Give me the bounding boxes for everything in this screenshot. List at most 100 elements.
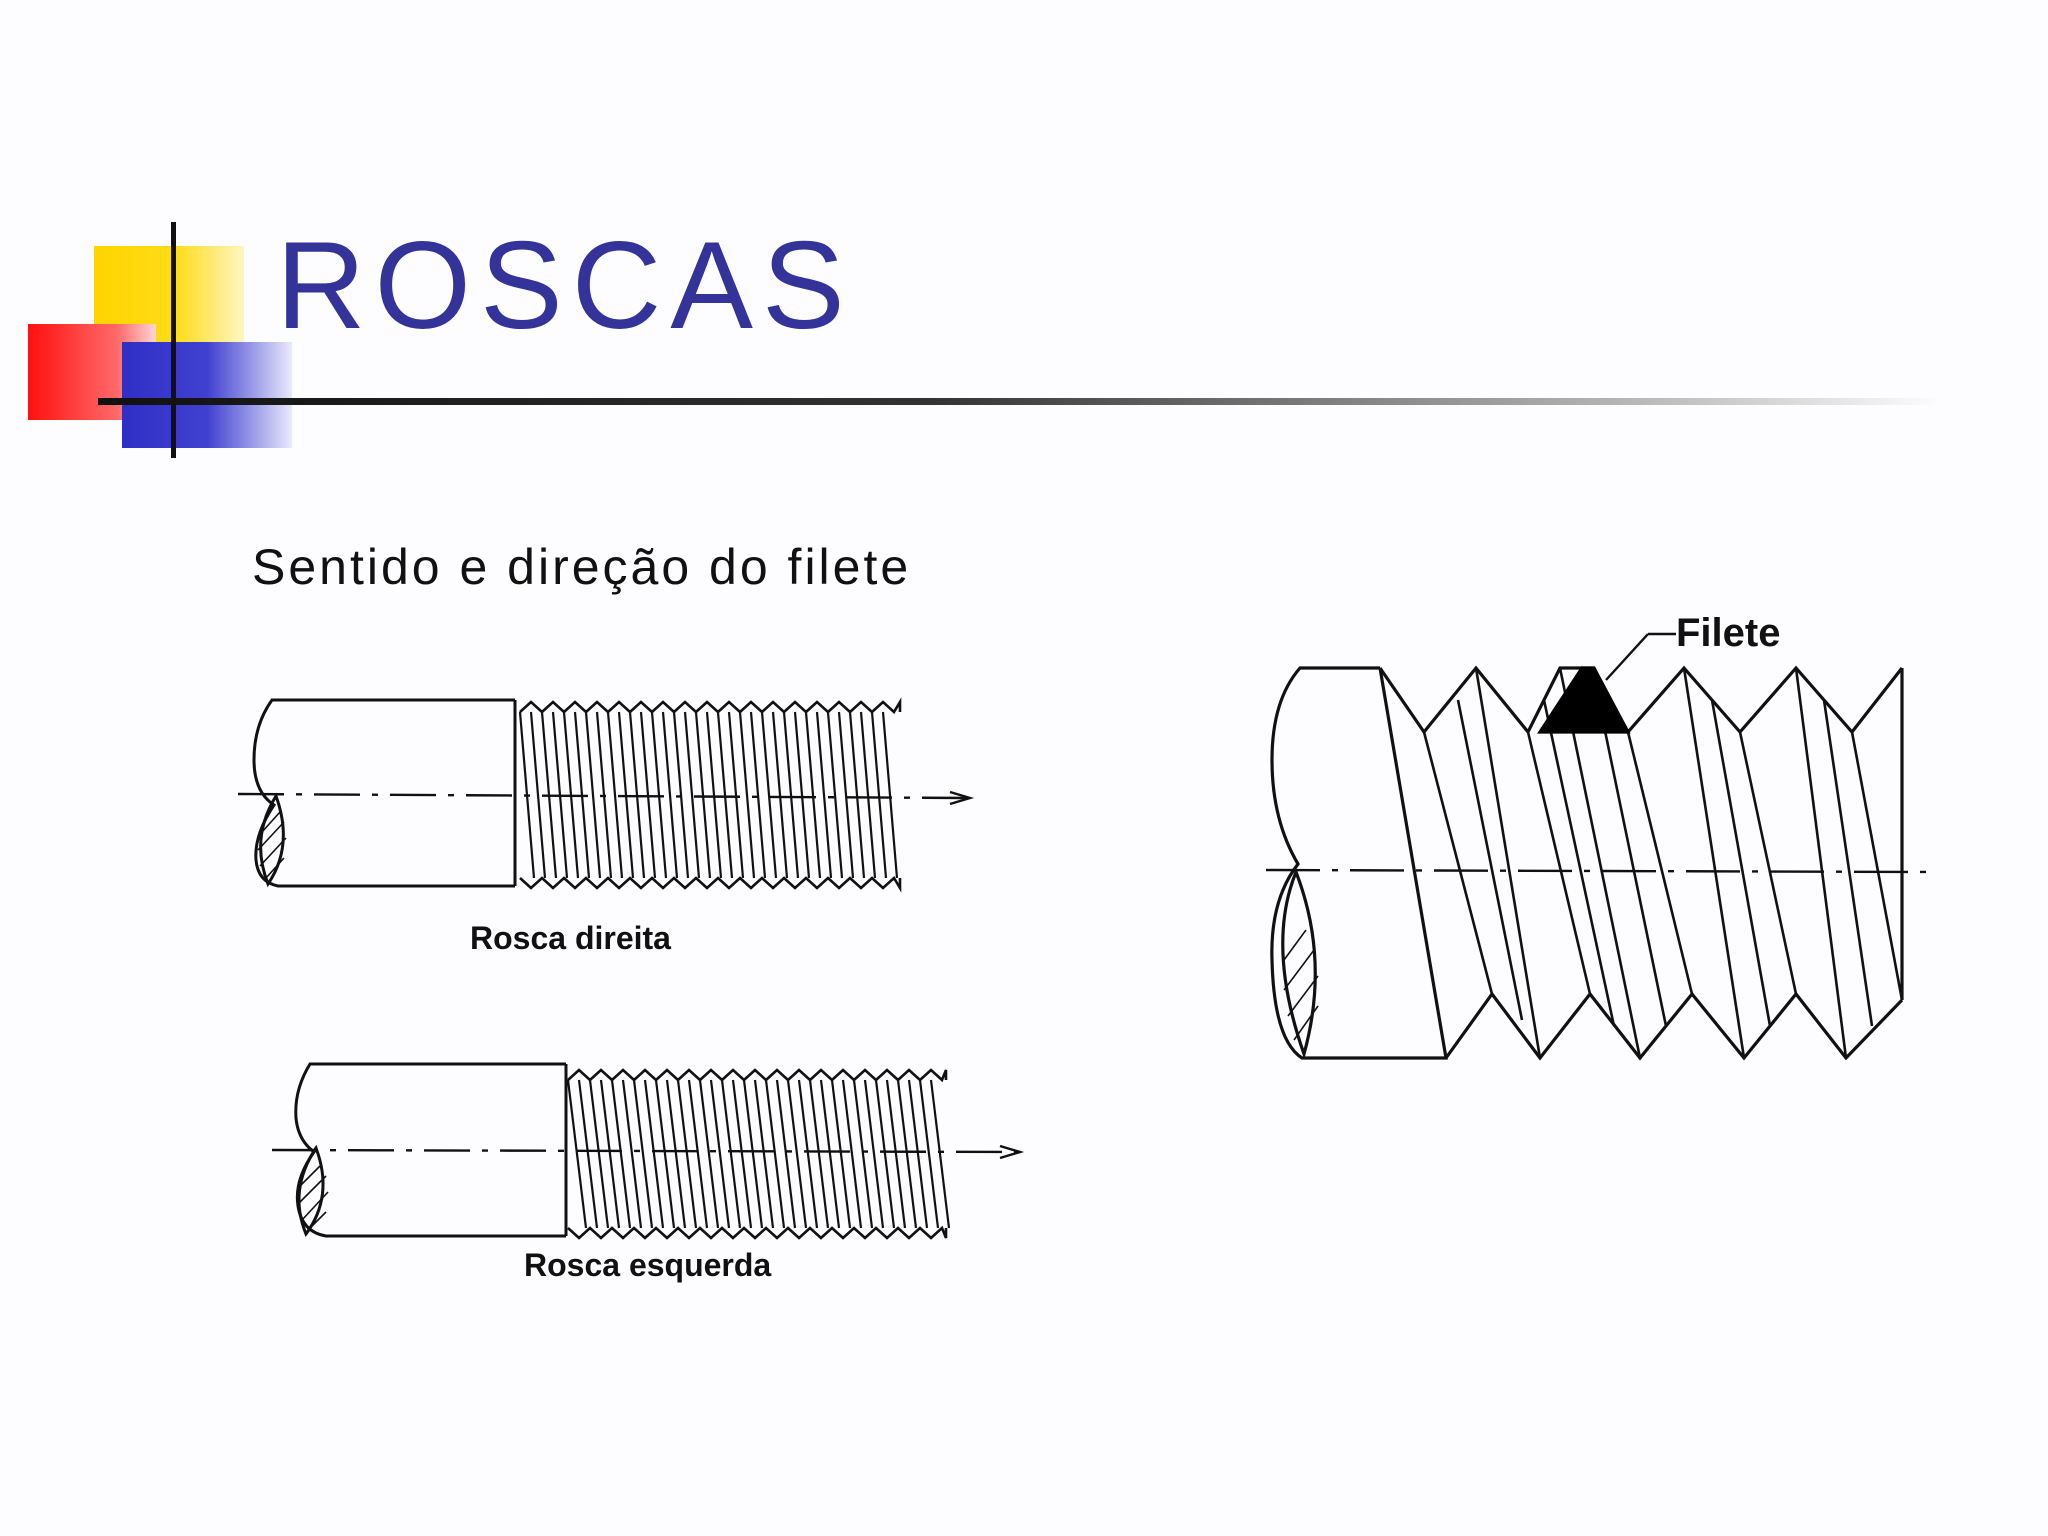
thread-crests-bottom — [567, 1225, 948, 1240]
thread-flank-line — [852, 1079, 874, 1229]
thread-flank-lines — [1422, 667, 1904, 1059]
thread-flank-line — [896, 1079, 918, 1229]
thread-flank-lines — [518, 711, 899, 879]
left-thread-label: Rosca esquerda — [524, 1247, 771, 1283]
thread-flank-line — [628, 711, 646, 879]
section-lens — [297, 1144, 325, 1238]
thread-flank-line — [676, 1079, 698, 1229]
thread-flank-line — [764, 1079, 786, 1229]
section-hatch — [1283, 929, 1319, 1041]
section-lens — [1281, 867, 1317, 1060]
thread-flank-line — [540, 711, 558, 879]
thread-flank-line — [562, 711, 580, 879]
thread-flank-line — [573, 711, 591, 879]
thread-flank-line — [830, 1079, 852, 1229]
thread-flank-line — [874, 1079, 896, 1229]
thread-flank-line — [775, 1079, 797, 1229]
thread-flank-line — [639, 711, 657, 879]
thread-crest-highlight — [1537, 666, 1631, 734]
thread-flank-line — [595, 711, 613, 879]
thread-flank-line — [731, 1079, 753, 1229]
thread-flank-line — [738, 711, 756, 879]
thread-flank-line — [518, 711, 536, 879]
thread-crests-top — [567, 1068, 948, 1083]
thread-flank-line — [797, 1079, 819, 1229]
thread-flank-line — [819, 1079, 841, 1229]
slide-subtitle: Sentido e direção do filete — [252, 539, 912, 595]
thread-flank-line — [551, 711, 569, 879]
thread-profile-bottom — [1444, 991, 1904, 1061]
thread-flank-line — [742, 1079, 764, 1229]
thread-crests-top — [519, 697, 902, 715]
thread-crest-label: Filete — [1676, 611, 1780, 655]
axis-line — [1265, 868, 1933, 874]
shaft-outline — [252, 698, 515, 888]
axis-arrow — [949, 790, 975, 806]
thread-flank-line — [665, 1079, 687, 1229]
thread-flank-line — [661, 711, 679, 879]
thread-crests-bottom — [519, 875, 902, 893]
left-thread-figure — [271, 1062, 1025, 1240]
thread-flank-line — [881, 711, 899, 879]
section-hatch — [297, 1165, 329, 1231]
thread-flank-line — [694, 711, 712, 879]
shaft-outline — [1270, 666, 1448, 1060]
thread-flank-line — [650, 711, 668, 879]
axis-arrow — [999, 1144, 1025, 1160]
thread-flank-line — [643, 1079, 665, 1229]
thread-flank-line — [705, 711, 723, 879]
thread-detail-figure — [1265, 632, 1933, 1061]
thread-flank-line — [793, 711, 811, 879]
thread-flank-lines — [566, 1079, 951, 1229]
thread-flank-line — [760, 711, 778, 879]
thread-flank-line — [859, 711, 877, 879]
label-leader-line — [1605, 633, 1649, 681]
thread-flank-line — [841, 1079, 863, 1229]
thread-flank-line — [727, 711, 745, 879]
thread-flank-line — [588, 1079, 610, 1229]
decor-blue-square — [122, 342, 292, 448]
thread-flank-line — [716, 711, 734, 879]
thread-flank-line — [606, 711, 624, 879]
thread-flank-line — [753, 1079, 775, 1229]
decor-vertical-line — [171, 222, 176, 458]
thread-flank-line — [584, 711, 602, 879]
section-hatch — [257, 811, 287, 879]
slide-title: ROSCAS — [276, 217, 854, 355]
thread-flank-line — [672, 711, 690, 879]
thread-flank-line — [837, 711, 855, 879]
thread-flank-line — [907, 1079, 929, 1229]
right-thread-label: Rosca direita — [470, 920, 671, 956]
thread-flank-line — [654, 1079, 676, 1229]
thread-flank-line — [782, 711, 800, 879]
thread-flank-line — [918, 1079, 940, 1229]
thread-flank-line — [617, 711, 635, 879]
thread-flank-line — [749, 711, 767, 879]
thread-flank-line — [683, 711, 701, 879]
thread-flank-line — [529, 711, 547, 879]
thread-flank-line — [885, 1079, 907, 1229]
thread-flank-line — [577, 1079, 599, 1229]
thread-flank-line — [848, 711, 866, 879]
thread-flank-line — [687, 1079, 709, 1229]
thread-flank-line — [863, 1079, 885, 1229]
thread-flank-line — [610, 1079, 632, 1229]
thread-flank-line — [826, 711, 844, 879]
thread-flank-line — [771, 711, 789, 879]
thread-flank-line — [621, 1079, 643, 1229]
thread-flank-line — [709, 1079, 731, 1229]
thread-flank-line — [786, 1079, 808, 1229]
thread-flank-line — [870, 711, 888, 879]
thread-flank-line — [815, 711, 833, 879]
thread-flank-line — [929, 1079, 951, 1229]
thread-flank-line — [808, 1079, 830, 1229]
thread-flank-line — [698, 1079, 720, 1229]
section-lens — [259, 792, 285, 888]
thread-flank-line — [720, 1079, 742, 1229]
title-underline — [98, 398, 1940, 405]
thread-flank-line — [632, 1079, 654, 1229]
thread-flank-line — [804, 711, 822, 879]
thread-flank-line — [599, 1079, 621, 1229]
right-thread-figure — [237, 697, 975, 893]
